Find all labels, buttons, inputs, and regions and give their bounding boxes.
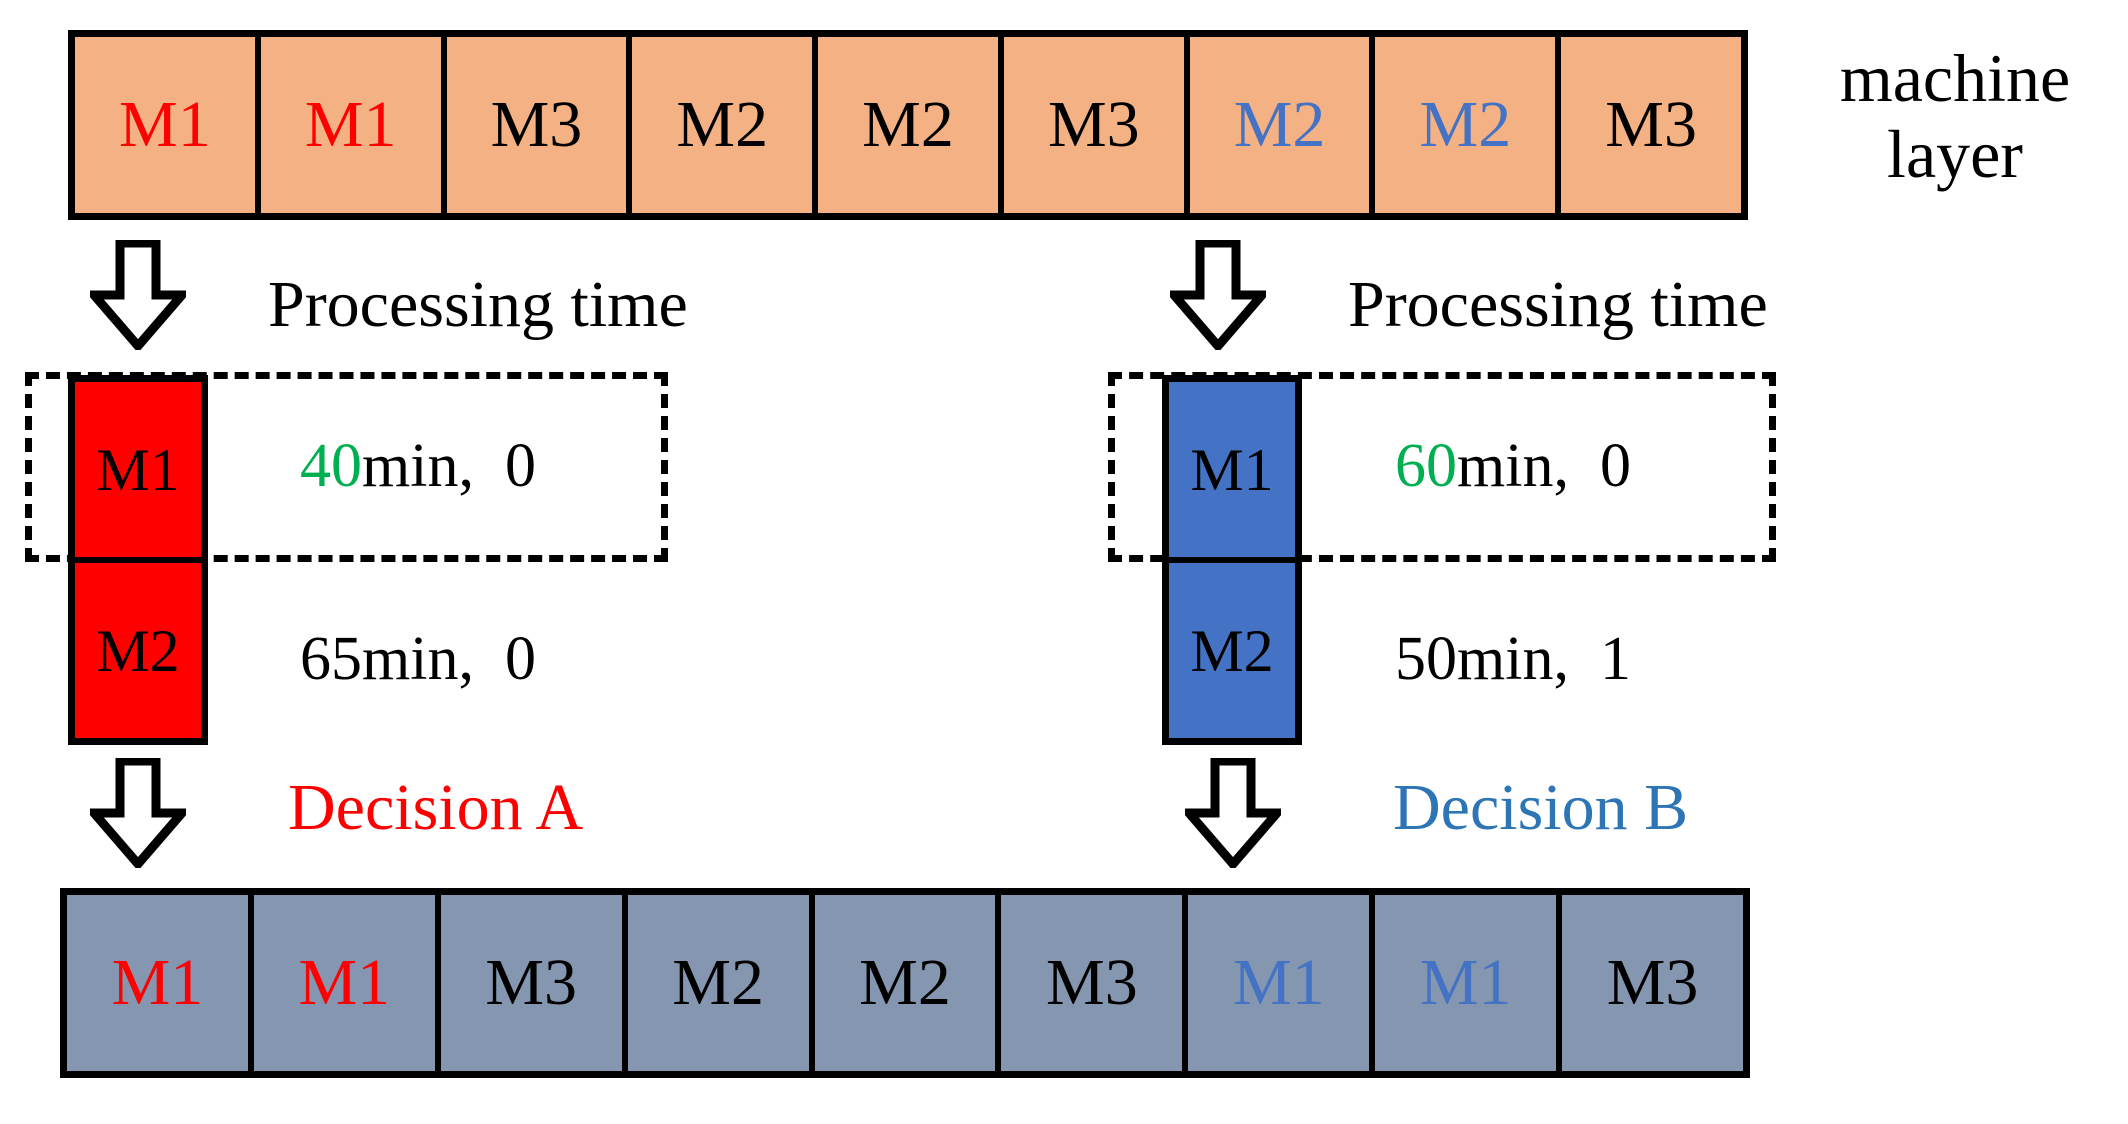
- result-cell-label: M1: [111, 946, 204, 1019]
- result-cell-label: M3: [485, 946, 578, 1019]
- result-cell-label: M2: [859, 946, 951, 1019]
- result-layer-strip: M1 M1 M3 M2 M2 M3 M1 M1 M3: [60, 888, 1750, 1078]
- machine-cell[interactable]: M2: [1375, 37, 1562, 213]
- processing-time-value-a-row0: 40min, 0: [300, 435, 536, 497]
- index-a-row0: 0: [504, 432, 536, 500]
- result-cell[interactable]: M3: [1562, 895, 1744, 1071]
- processing-time-label-b: Processing time: [1348, 268, 1768, 341]
- highlight-box-b: [1108, 372, 1776, 562]
- result-cell[interactable]: M1: [1188, 895, 1376, 1071]
- machine-cell-label: M2: [862, 88, 954, 161]
- result-cell[interactable]: M1: [253, 895, 441, 1071]
- machine-cell-label: M2: [1419, 88, 1512, 161]
- down-arrow-icon-b-top: [1170, 240, 1266, 350]
- job-cell-b-row0[interactable]: M1: [1169, 382, 1295, 563]
- machine-cell[interactable]: M2: [632, 37, 819, 213]
- result-cell[interactable]: M2: [627, 895, 815, 1071]
- machine-cell-label: M1: [304, 88, 397, 161]
- processing-time-value-b-row0: 60min, 0: [1395, 435, 1631, 497]
- machine-cell-label: M3: [1047, 88, 1140, 161]
- result-cell[interactable]: M1: [1375, 895, 1563, 1071]
- result-cell-label: M2: [672, 946, 764, 1019]
- machine-cell[interactable]: M1: [75, 37, 261, 213]
- result-cell[interactable]: M3: [1001, 895, 1189, 1071]
- highlight-box-a: [25, 372, 668, 562]
- job-cell-a-row0[interactable]: M1: [75, 382, 201, 563]
- index-b-row1: 1: [1599, 625, 1631, 693]
- duration-a-row1: 65: [300, 625, 362, 693]
- result-cell-label: M3: [1606, 946, 1699, 1019]
- result-cell[interactable]: M3: [440, 895, 628, 1071]
- machine-cell[interactable]: M1: [260, 37, 447, 213]
- down-arrow-icon-a-top: [90, 240, 186, 350]
- duration-a-row0: 40: [300, 432, 362, 500]
- unit-a-row0: min,: [362, 432, 474, 500]
- processing-time-value-b-row1: 50min, 1: [1395, 628, 1631, 690]
- result-cell-label: M1: [298, 946, 391, 1019]
- job-cell-a-row0-label: M1: [96, 436, 180, 503]
- job-cell-a-row1[interactable]: M2: [75, 563, 201, 738]
- machine-cell[interactable]: M2: [1189, 37, 1376, 213]
- duration-b-row1: 50: [1395, 625, 1457, 693]
- machine-cell-label: M2: [676, 88, 769, 161]
- unit-b-row1: min,: [1457, 625, 1569, 693]
- result-cell[interactable]: M1: [67, 895, 254, 1071]
- result-cell[interactable]: M2: [814, 895, 1002, 1071]
- job-cell-a-row1-label: M2: [96, 617, 180, 684]
- down-arrow-icon-a-bottom: [90, 758, 186, 868]
- unit-b-row0: min,: [1457, 432, 1569, 500]
- machine-layer-caption: machine layer: [1790, 40, 2120, 192]
- decision-label-b: Decision B: [1393, 771, 1689, 844]
- down-arrow-icon-b-bottom: [1185, 758, 1281, 868]
- processing-time-value-a-row1: 65min, 0: [300, 628, 536, 690]
- unit-a-row1: min,: [362, 625, 474, 693]
- job-cell-b-row1[interactable]: M2: [1169, 563, 1295, 738]
- machine-cell[interactable]: M3: [1561, 37, 1742, 213]
- machine-cell[interactable]: M3: [1003, 37, 1190, 213]
- decision-label-a: Decision A: [288, 771, 584, 844]
- job-cell-b-row0-label: M1: [1190, 436, 1274, 503]
- result-cell-label: M1: [1419, 946, 1512, 1019]
- index-b-row0: 0: [1599, 432, 1631, 500]
- job-column-b[interactable]: M1 M2: [1162, 375, 1302, 745]
- job-cell-b-row1-label: M2: [1190, 617, 1274, 684]
- duration-b-row0: 60: [1395, 432, 1457, 500]
- machine-layer-caption-line2: layer: [1887, 116, 2023, 193]
- machine-cell-label: M1: [119, 88, 211, 161]
- index-a-row1: 0: [504, 625, 536, 693]
- machine-layer-strip: M1 M1 M3 M2 M2 M3 M2 M2 M3: [68, 30, 1748, 220]
- machine-layer-caption-line1: machine: [1839, 40, 2071, 116]
- result-cell-label: M1: [1232, 946, 1325, 1019]
- result-cell-label: M3: [1046, 946, 1138, 1019]
- job-column-a[interactable]: M1 M2: [68, 375, 208, 745]
- machine-cell-label: M3: [490, 88, 583, 161]
- machine-cell-label: M2: [1233, 88, 1326, 161]
- machine-cell-label: M3: [1605, 88, 1697, 161]
- machine-cell[interactable]: M2: [818, 37, 1004, 213]
- machine-cell[interactable]: M3: [446, 37, 633, 213]
- processing-time-label-a: Processing time: [268, 268, 688, 341]
